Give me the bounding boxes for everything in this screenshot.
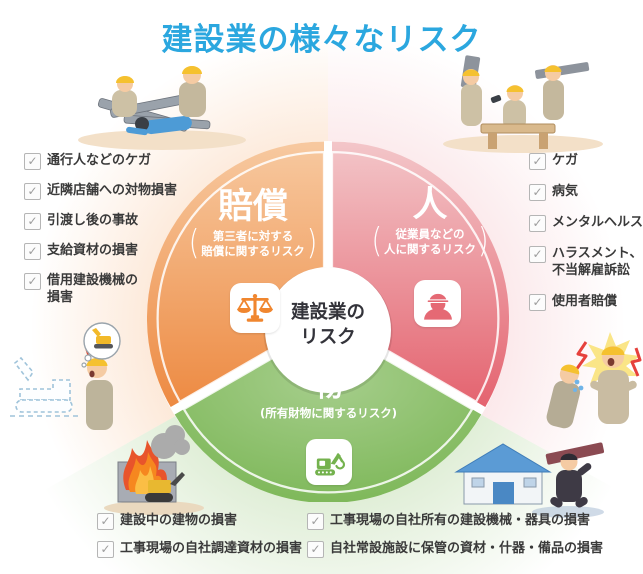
checkbox-icon: ✓ [24, 153, 41, 170]
checklist-item: ✓ ケガ [529, 153, 643, 170]
checkbox-icon: ✓ [529, 153, 546, 170]
checklist-label: 近隣店舗への対物損害 [47, 183, 178, 198]
pie-segment-property [174, 324, 482, 502]
center-label-line2: リスク [300, 326, 356, 348]
checkbox-icon: ✓ [24, 183, 41, 200]
center-label: 建設業の リスク [272, 301, 384, 351]
checkbox-icon: ✓ [529, 215, 546, 232]
checklist-label: 借用建設機械の 損害 [47, 273, 139, 305]
checkbox-icon: ✓ [529, 293, 546, 311]
center-circle [265, 267, 391, 393]
checklist-item: ✓ 建設中の建物の損害 [97, 513, 312, 530]
checkbox-icon: ✓ [529, 246, 546, 263]
checklist-label: 支給資材の損害 [47, 243, 139, 258]
checklist-label: 自社常設施設に保管の資材・什器・備品の損害 [330, 541, 604, 556]
checkbox-icon: ✓ [24, 273, 41, 290]
excavator-icon [306, 439, 352, 485]
checklist-label: 工事現場の自社所有の建設機械・器具の損害 [330, 513, 591, 528]
checkbox-icon: ✓ [97, 513, 114, 530]
checklist-item: ✓ 借用建設機械の 損害 [24, 273, 192, 307]
checklist-label: 通行人などのケガ [47, 153, 152, 168]
checklist-item: ✓ ハラスメント、 不当解雇訴訟 [529, 246, 643, 280]
checklist-item: ✓ 近隣店舗への対物損害 [24, 183, 192, 200]
checklist-compensation: ✓ 通行人などのケガ ✓ 近隣店舗への対物損害 ✓ 引渡し後の事故 ✓ 支給資材… [24, 153, 192, 307]
checklist-label: 使用者賠償 [552, 293, 618, 309]
checklist-item: ✓ 通行人などのケガ [24, 153, 192, 170]
checklist-label: 建設中の建物の損害 [120, 513, 238, 528]
checkbox-icon: ✓ [24, 213, 41, 230]
checklist-item: ✓ 支給資材の損害 [24, 243, 192, 260]
checklist-item: ✓ 病気 [529, 184, 643, 201]
balance-scale-icon [230, 283, 280, 333]
checklist-property-col2: ✓ 工事現場の自社所有の建設機械・器具の損害 ✓ 自社常設施設に保管の資材・什器… [307, 513, 643, 558]
checklist-item: ✓ 工事現場の自社調達資材の損害 [97, 541, 312, 558]
risk-pie-chart [147, 141, 509, 502]
checkbox-icon: ✓ [24, 243, 41, 260]
checklist-people: ✓ ケガ ✓ 病気 ✓ メンタルヘルス ✓ ハラスメント、 不当解雇訴訟 ✓ 使… [529, 153, 643, 311]
checkbox-icon: ✓ [529, 184, 546, 201]
checklist-item: ✓ メンタルヘルス [529, 215, 643, 232]
helmet-worker-icon [414, 280, 461, 327]
checklist-item: ✓ 引渡し後の事故 [24, 213, 192, 230]
checklist-item: ✓ 自社常設施設に保管の資材・什器・備品の損害 [307, 541, 643, 558]
checklist-label: ハラスメント、 不当解雇訴訟 [552, 246, 643, 278]
checkbox-icon: ✓ [97, 541, 114, 558]
checkbox-icon: ✓ [307, 541, 324, 558]
checklist-property-col1: ✓ 建設中の建物の損害 ✓ 工事現場の自社調達資材の損害 [97, 513, 312, 558]
page-title: 建設業の様々なリスク [161, 22, 482, 58]
checklist-item: ✓ 工事現場の自社所有の建設機械・器具の損害 [307, 513, 643, 530]
checkbox-icon: ✓ [307, 513, 324, 530]
checklist-item: ✓ 使用者賠償 [529, 293, 643, 311]
checklist-label: メンタルヘルス [552, 215, 643, 230]
checklist-label: ケガ [552, 153, 579, 168]
checklist-label: 引渡し後の事故 [47, 213, 139, 228]
checklist-label: 工事現場の自社調達資材の損害 [120, 541, 303, 556]
center-label-line1: 建設業の [290, 302, 365, 323]
checklist-label: 病気 [552, 184, 579, 199]
